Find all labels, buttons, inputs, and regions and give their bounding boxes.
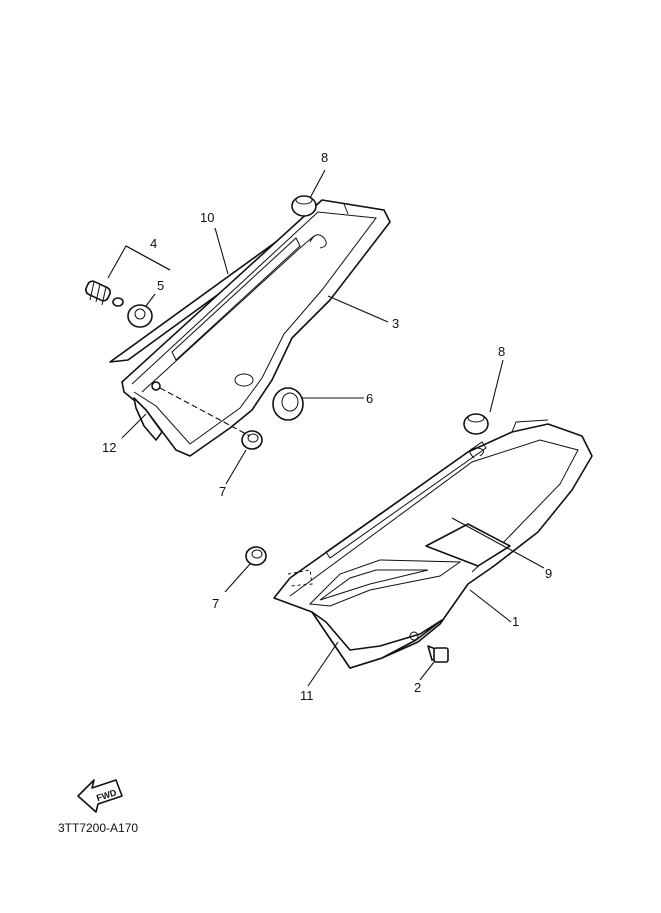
callout-10: 10 — [200, 210, 214, 225]
callout-5: 5 — [157, 278, 164, 293]
grommet-7-upper[interactable] — [241, 430, 263, 450]
callout-11: 11 — [300, 688, 314, 703]
callout-9: 9 — [545, 566, 552, 581]
bolt-2[interactable] — [427, 645, 449, 663]
diagram-code: 3TT7200-A170 — [58, 821, 138, 835]
callout-8-upper: 8 — [321, 150, 328, 165]
callout-4: 4 — [150, 236, 157, 251]
callout-1: 1 — [512, 614, 519, 629]
callouts: 8 10 4 5 3 8 6 12 7 9 7 1 2 11 — [102, 150, 552, 703]
side-cover-right[interactable] — [273, 419, 593, 669]
callout-6: 6 — [366, 391, 373, 406]
emblem-9[interactable] — [425, 523, 511, 567]
fastener-4[interactable] — [84, 280, 124, 307]
leader-lines — [107, 169, 545, 687]
grommet-7-lower[interactable] — [245, 546, 267, 566]
decal-11[interactable] — [311, 611, 443, 669]
forward-arrow-icon: FWD — [77, 779, 123, 813]
grommet-8-lower[interactable] — [463, 413, 489, 435]
callout-3: 3 — [392, 316, 399, 331]
callout-7-upper: 7 — [219, 484, 226, 499]
grommet-6[interactable] — [272, 387, 304, 421]
callout-2: 2 — [414, 680, 421, 695]
callout-8-lower: 8 — [498, 344, 505, 359]
callout-7-lower: 7 — [212, 596, 219, 611]
grommet-8-upper[interactable] — [291, 195, 317, 217]
side-cover-left[interactable] — [109, 199, 391, 457]
callout-12: 12 — [102, 440, 116, 455]
collar-5[interactable] — [127, 304, 153, 328]
